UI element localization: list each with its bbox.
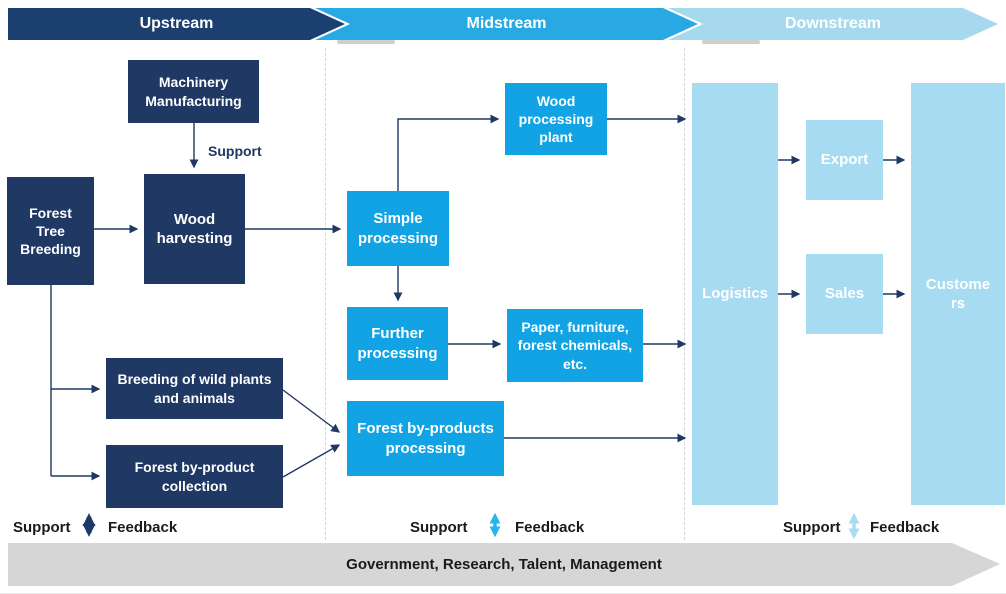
node-label: Simple processing — [357, 210, 439, 247]
node-label: Wood processing plant — [518, 92, 594, 146]
machinery-support-label: Support — [208, 143, 262, 159]
node-wood-processing-plant: Wood processing plant — [505, 83, 607, 155]
upstream-feedback-label: Feedback — [108, 519, 178, 536]
arrow-breeding-of-wild-to-by-products-processing — [282, 389, 341, 433]
node-label: Wood harvesting — [156, 210, 233, 248]
arrow-simple-processing-to-wood-processing-plant — [397, 114, 500, 191]
node-export: Export — [806, 120, 883, 200]
foundation-bar: Government, Research, Talent, Management — [8, 543, 1000, 586]
chevron-shadow — [337, 40, 395, 44]
stage-chevron-upstream: Upstream — [8, 8, 345, 40]
node-label: Paper, furniture, forest chemicals, etc. — [517, 319, 633, 372]
node-label: Forest by-products processing — [357, 420, 494, 457]
node-logistics: Logistics — [692, 83, 778, 505]
stage-label-upstream: Upstream — [139, 15, 214, 32]
midstream-support-label: Support — [410, 519, 468, 536]
stage-separator-midstream-downstream — [684, 48, 685, 540]
node-machinery-manufacturing: Machinery Manufacturing — [128, 60, 259, 123]
node-further-processing: Further processing — [347, 307, 448, 380]
downstream-feedback-label: Feedback — [870, 519, 940, 536]
node-paper-furniture-forest-chemicals: Paper, furniture, forest chemicals, etc. — [507, 309, 643, 382]
stage-chevron-downstream: Downstream — [668, 8, 998, 40]
foundation-label: Government, Research, Talent, Management — [346, 556, 662, 573]
node-label: Export — [820, 151, 869, 169]
stage-separator-upstream-midstream — [325, 48, 326, 540]
node-simple-processing: Simple processing — [347, 191, 449, 266]
node-forest-by-product-collection: Forest by-product collection — [106, 445, 283, 508]
stage-chevron-midstream: Midstream — [315, 8, 698, 40]
node-label: Machinery Manufacturing — [145, 74, 242, 109]
midstream-feedback-label: Feedback — [515, 519, 585, 536]
node-customers: Customers — [911, 83, 1005, 505]
upstream-support-label: Support — [13, 519, 71, 536]
node-sales: Sales — [806, 254, 883, 334]
node-label: Logistics — [702, 285, 768, 303]
arrow-collection-to-by-products-processing — [282, 444, 341, 478]
node-breeding-of-wild-plants-and-animals: Breeding of wild plants and animals — [106, 358, 283, 419]
node-wood-harvesting: Wood harvesting — [144, 174, 245, 284]
node-label: Customers — [925, 275, 991, 313]
downstream-support-label: Support — [783, 519, 841, 536]
stage-label-midstream: Midstream — [466, 15, 547, 32]
node-label: Forest by-product collection — [134, 459, 255, 494]
node-forest-tree-breeding: Forest Tree Breeding — [7, 177, 94, 285]
node-label: Sales — [824, 285, 865, 303]
chevron-shadow — [702, 40, 760, 44]
node-label: Further processing — [357, 325, 438, 362]
node-label: Breeding of wild plants and animals — [117, 371, 272, 406]
node-label: Forest Tree Breeding — [20, 204, 81, 258]
stage-label-downstream: Downstream — [784, 15, 882, 32]
node-forest-by-products-processing: Forest by-products processing — [347, 401, 504, 476]
